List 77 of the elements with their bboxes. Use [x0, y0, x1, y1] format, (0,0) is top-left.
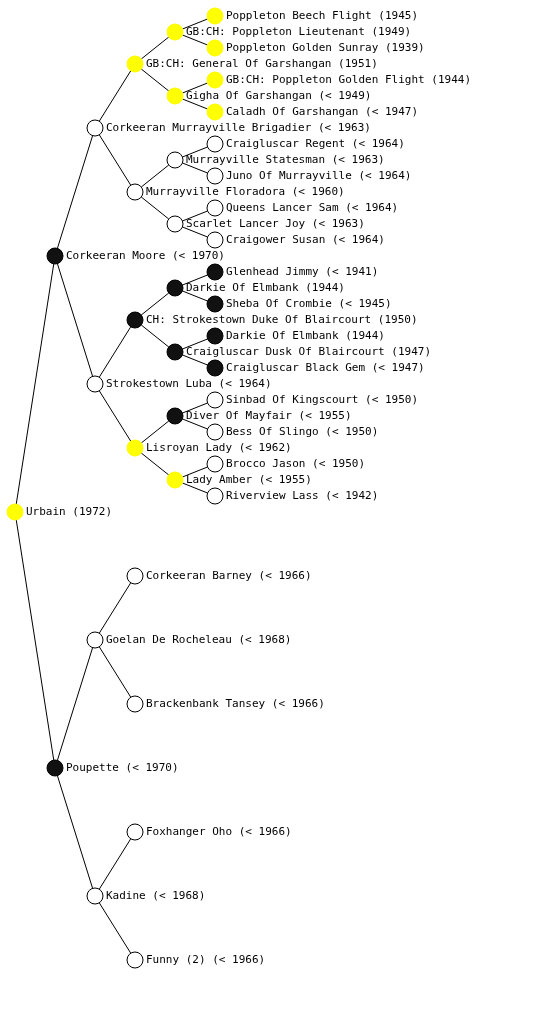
name-label: Funny (2) (< 1966)	[146, 953, 266, 967]
connector-line	[15, 263, 55, 505]
name-label: Craigower Susan (< 1964)	[226, 233, 385, 247]
connector-line	[140, 196, 170, 220]
connector-line	[181, 146, 209, 158]
connector-line	[181, 418, 209, 430]
name-label: GB:CH: General Of Garshangan (1951)	[146, 57, 378, 71]
name-label: Craigluscar Regent (< 1964)	[226, 137, 405, 151]
name-label: Sinbad Of Kingscourt (< 1950)	[226, 393, 419, 407]
connector-line	[98, 582, 132, 634]
name-label: Corkeeran Barney (< 1966)	[146, 569, 312, 583]
connector-line	[181, 354, 209, 366]
connector-line	[181, 226, 209, 238]
connector-line	[56, 263, 94, 377]
name-label: Craigluscar Dusk Of Blaircourt (1947)	[186, 345, 432, 359]
name-label: Corkeeran Murrayville Brigadier (< 1963)	[106, 121, 371, 135]
connector-line	[56, 135, 94, 249]
connector-line	[181, 466, 209, 478]
name-label: Murrayville Floradora (< 1960)	[146, 185, 345, 199]
name-label: Goelan De Rocheleau (< 1968)	[106, 633, 292, 647]
connector-line	[140, 164, 170, 188]
name-label: Riverview Lass (< 1942)	[226, 489, 379, 503]
name-label: Lisroyan Lady (< 1962)	[146, 441, 292, 455]
connector-line	[56, 775, 94, 889]
connector-line	[98, 326, 132, 378]
connector-line	[98, 646, 132, 698]
name-label: Bess Of Slingo (< 1950)	[226, 425, 379, 439]
name-label: Strokestown Luba (< 1964)	[106, 377, 272, 391]
name-label: Poupette (< 1970)	[66, 761, 179, 775]
connector-line	[181, 482, 209, 494]
name-label: Lady Amber (< 1955)	[186, 473, 312, 487]
name-label: Gigha Of Garshangan (< 1949)	[186, 89, 372, 103]
name-label: Urbain (1972)	[26, 505, 113, 519]
name-label: Corkeeran Moore (< 1970)	[66, 249, 225, 263]
name-label: CH: Strokestown Duke Of Blaircourt (1950)	[146, 313, 418, 327]
name-label: Brackenbank Tansey (< 1966)	[146, 697, 325, 711]
connector-line	[140, 452, 170, 476]
connector-line	[140, 324, 170, 348]
connector-line	[181, 402, 209, 414]
connector-line	[56, 647, 94, 761]
name-label: Queens Lancer Sam (< 1964)	[226, 201, 399, 215]
connector-line	[181, 18, 209, 30]
name-label: Brocco Jason (< 1950)	[226, 457, 366, 471]
connector-line	[98, 134, 132, 186]
connector-line	[181, 290, 209, 302]
connector-line	[98, 390, 132, 442]
connector-line	[181, 162, 209, 174]
name-label: Glenhead Jimmy (< 1941)	[226, 265, 379, 279]
name-label: Murrayville Statesman (< 1963)	[186, 153, 385, 167]
name-label: Foxhanger Oho (< 1966)	[146, 825, 292, 839]
connector-line	[98, 70, 132, 122]
name-label: Juno Of Murrayville (< 1964)	[226, 169, 412, 183]
connector-line	[140, 36, 170, 60]
name-label: Kadine (< 1968)	[106, 889, 206, 903]
name-label: Craigluscar Black Gem (< 1947)	[226, 361, 425, 375]
name-label: GB:CH: Poppleton Lieutenant (1949)	[186, 25, 412, 39]
connector-line	[140, 68, 170, 92]
name-label: GB:CH: Poppleton Golden Flight (1944)	[226, 73, 472, 87]
name-label: Poppleton Beech Flight (1945)	[226, 9, 419, 23]
name-label: Poppleton Golden Sunray (1939)	[226, 41, 425, 55]
name-label: Sheba Of Crombie (< 1945)	[226, 297, 392, 311]
name-label: Scarlet Lancer Joy (< 1963)	[186, 217, 365, 231]
connector-line	[98, 902, 132, 954]
connector-line	[181, 98, 209, 110]
name-label: Caladh Of Garshangan (< 1947)	[226, 105, 419, 119]
name-label: Diver Of Mayfair (< 1955)	[186, 409, 352, 423]
connector-line	[181, 34, 209, 46]
connector-line	[181, 274, 209, 286]
connector-line	[181, 82, 209, 94]
connector-line	[140, 420, 170, 444]
connector-line	[15, 519, 55, 761]
connector-line	[140, 292, 170, 316]
connector-line	[181, 210, 209, 222]
name-label: Darkie Of Elmbank (1944)	[226, 329, 385, 343]
connector-line	[181, 338, 209, 350]
connector-line	[98, 838, 132, 890]
name-label: Darkie Of Elmbank (1944)	[186, 281, 345, 295]
